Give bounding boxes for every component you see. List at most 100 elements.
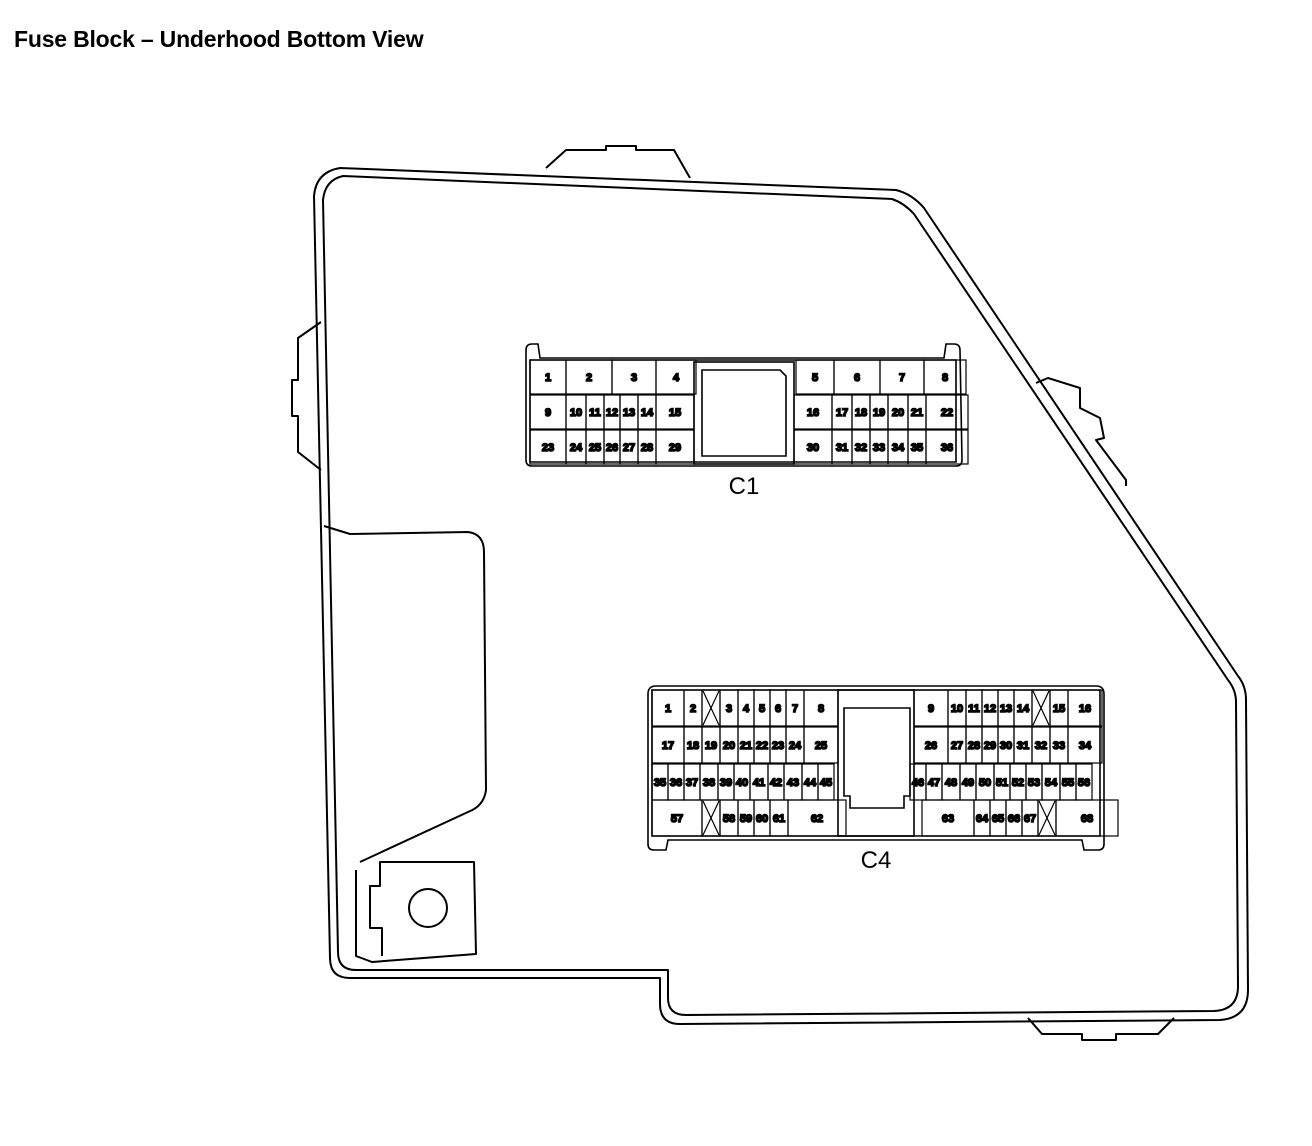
c4-pin-number: 44 [804, 777, 817, 789]
c4-pin-number: 59 [740, 813, 752, 825]
c4-center-key [843, 707, 911, 809]
c1-label: C1 [729, 473, 760, 500]
c4-pin-number: 40 [736, 777, 748, 789]
c4-pin-number: 29 [984, 740, 996, 752]
c4-pin-number: 1 [665, 703, 671, 715]
c4-pin-number: 47 [928, 777, 940, 789]
c1-pin: 36 [925, 429, 969, 465]
c4-pin-number: 22 [756, 740, 768, 752]
c4-pin: 21 [737, 726, 755, 764]
c4-pin: 13 [997, 689, 1015, 727]
c4-pin: 37 [683, 763, 701, 801]
c1-pin-number: 32 [855, 442, 867, 454]
c1-pin-number: 33 [873, 442, 885, 454]
c4-pin: 63 [921, 799, 975, 837]
c4-pin: 43 [783, 763, 803, 801]
inner-recess [323, 525, 487, 863]
c4-pin-number: 38 [703, 777, 715, 789]
c4-pin: 60 [753, 799, 771, 837]
c1-pin-number: 28 [641, 442, 653, 454]
mounting-hole [408, 888, 448, 928]
c4-pin: 65 [989, 799, 1007, 837]
c1-pin-number: 22 [941, 407, 953, 419]
c4-pin: 27 [947, 726, 967, 764]
c4-pin: 68 [1055, 799, 1119, 837]
c4-pin: 28 [965, 726, 983, 764]
c4-pin-number: 2 [690, 703, 696, 715]
c1-pin: 34 [887, 429, 909, 465]
c4-pin-number: 24 [789, 740, 802, 752]
c1-pin: 12 [603, 394, 621, 430]
c4-pin: 4 [737, 689, 755, 727]
c4-pin: 14 [1013, 689, 1033, 727]
c4-pin-number: 32 [1035, 740, 1047, 752]
c4-pin: 59 [737, 799, 755, 837]
c1-pin: 31 [831, 429, 853, 465]
c4-pin-number: 53 [1028, 777, 1040, 789]
c4-pin-number: 45 [820, 777, 832, 789]
c4-pin-number: 13 [1000, 703, 1012, 715]
c4-pin-number: 62 [811, 813, 823, 825]
c1-pin: 18 [851, 394, 871, 430]
c4-pin: 45 [817, 763, 835, 801]
c4-pin-number: 27 [951, 740, 963, 752]
c1-pin-number: 6 [854, 372, 860, 384]
c1-pin: 2 [565, 359, 613, 395]
c4-pin-number: 64 [976, 813, 989, 825]
c4-pin: 3 [719, 689, 739, 727]
housing-inner [322, 175, 1239, 1016]
c1-pin-number: 19 [873, 407, 885, 419]
c4-pin: 11 [965, 689, 983, 727]
c4-pin: 29 [981, 726, 999, 764]
c4-pin-number: 5 [759, 703, 765, 715]
c4-blocked-cavity [1031, 689, 1051, 727]
c4-pin: 9 [913, 689, 949, 727]
c1-pin-number: 7 [899, 372, 905, 384]
c4-pin-number: 34 [1079, 740, 1092, 752]
c1-pin: 16 [793, 394, 833, 430]
c4-pin: 20 [719, 726, 739, 764]
c1-pin-number: 26 [606, 442, 618, 454]
left-tab [291, 321, 322, 471]
c1-pin: 29 [655, 429, 695, 465]
c4-pin: 48 [941, 763, 961, 801]
c1-pin-number: 5 [812, 372, 818, 384]
c1-pin-number: 4 [673, 372, 680, 384]
c4-pin: 41 [749, 763, 769, 801]
c1-pin-number: 20 [892, 407, 904, 419]
c4-pin: 49 [959, 763, 977, 801]
c4-pin: 62 [787, 799, 847, 837]
c4-pin-number: 3 [726, 703, 732, 715]
c4-pin-number: 8 [818, 703, 824, 715]
c4-pin-number: 6 [775, 703, 781, 715]
top-tab [545, 145, 691, 179]
c1-pin-number: 36 [941, 442, 953, 454]
c4-pin-number: 41 [753, 777, 765, 789]
c4-pin-number: 7 [792, 703, 798, 715]
c1-pin-number: 18 [855, 407, 867, 419]
c4-pin: 19 [701, 726, 721, 764]
c1-pin-number: 29 [669, 442, 681, 454]
c4-pin: 38 [699, 763, 719, 801]
c4-pin: 12 [981, 689, 999, 727]
c1-pin: 5 [795, 359, 835, 395]
c4-pin: 26 [913, 726, 949, 764]
c4-pin: 32 [1031, 726, 1051, 764]
c4-pin-number: 17 [662, 740, 674, 752]
c4-pin: 2 [683, 689, 703, 727]
c1-pin-number: 35 [911, 442, 923, 454]
c4-pin: 8 [803, 689, 839, 727]
c4-pin-number: 16 [1079, 703, 1091, 715]
c1-pin: 23 [529, 429, 567, 465]
c4-pin-number: 49 [962, 777, 974, 789]
c4-pin: 54 [1041, 763, 1061, 801]
c4-pin-number: 36 [670, 777, 682, 789]
c1-pin-number: 25 [589, 442, 601, 454]
c4-label: C4 [861, 847, 892, 874]
c1-pin-number: 13 [623, 407, 635, 419]
c1-pin-number: 3 [631, 372, 637, 384]
c4-center-cavity [837, 689, 915, 837]
c4-pin: 36 [667, 763, 685, 801]
c1-pin-number: 15 [669, 407, 681, 419]
c4-pin: 50 [975, 763, 995, 801]
